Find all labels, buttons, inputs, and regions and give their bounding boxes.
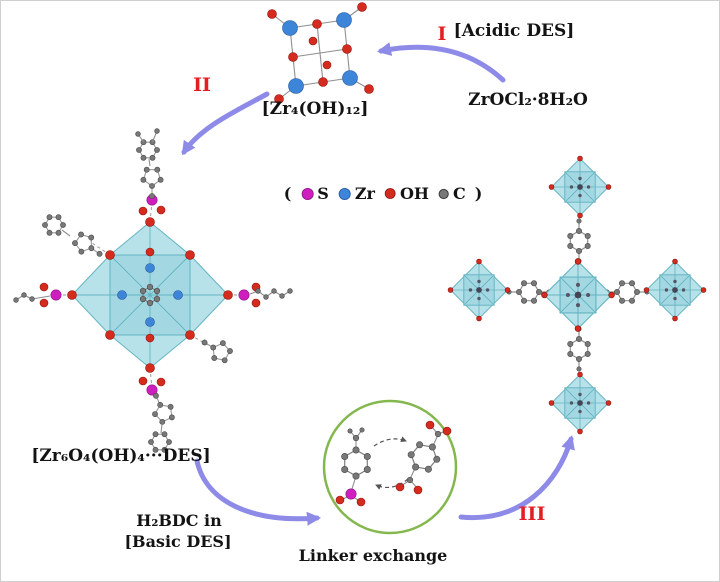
acidic-des-label: [Acidic DES] xyxy=(453,21,575,41)
mof-framework xyxy=(447,155,707,435)
exchange-arrow-top xyxy=(373,436,407,447)
legend-item-oh: OH xyxy=(384,184,429,203)
h2bdc-label-line2: [Basic DES] xyxy=(124,532,232,551)
exchange-arrow-bottom xyxy=(375,478,409,490)
cycle-arrows xyxy=(181,42,575,526)
linker-exchange-circle xyxy=(322,399,458,535)
central-carbon-ring xyxy=(139,283,161,307)
legend-item-zr: Zr xyxy=(338,184,375,203)
step-1-label: I xyxy=(437,23,447,45)
zr6-cluster-label: [Zr₆O₄(OH)₄···DES] xyxy=(31,446,211,466)
zr4-cluster-label: [Zr₄(OH)₁₂] xyxy=(261,99,369,119)
legend-item-s: S xyxy=(300,184,329,203)
legend-item-c: C xyxy=(438,184,466,203)
zrocl2-label: ZrOCl₂·8H₂O xyxy=(468,90,588,110)
sulfur-sites xyxy=(39,194,261,396)
legend-close-paren: ) xyxy=(474,184,483,203)
arrow-to-linker-exchange xyxy=(194,458,321,526)
arrow-step-1 xyxy=(377,42,506,83)
step-3-label: III xyxy=(518,503,546,525)
c-atom-icon xyxy=(438,188,450,199)
step-2-label: II xyxy=(193,74,211,96)
oh-atom-icon xyxy=(385,188,396,199)
linker-exchange-label: Linker exchange xyxy=(298,546,448,565)
legend-open-paren: ( xyxy=(283,184,292,203)
zr4-cluster xyxy=(267,2,374,104)
zr-atom-icon xyxy=(338,187,351,200)
bdc-molecule xyxy=(395,420,452,495)
s-atom-icon xyxy=(301,187,314,200)
arrow-step-2 xyxy=(181,91,270,156)
legend: ( S Zr OH C ) xyxy=(284,184,483,203)
arrow-step-3 xyxy=(458,435,575,521)
zr6-des-cluster xyxy=(13,128,293,453)
tosylate-molecule xyxy=(335,427,371,507)
linker-exchange xyxy=(322,399,458,535)
des-molecules xyxy=(13,128,293,453)
h2bdc-label-line1: H₂BDC in xyxy=(136,511,222,530)
